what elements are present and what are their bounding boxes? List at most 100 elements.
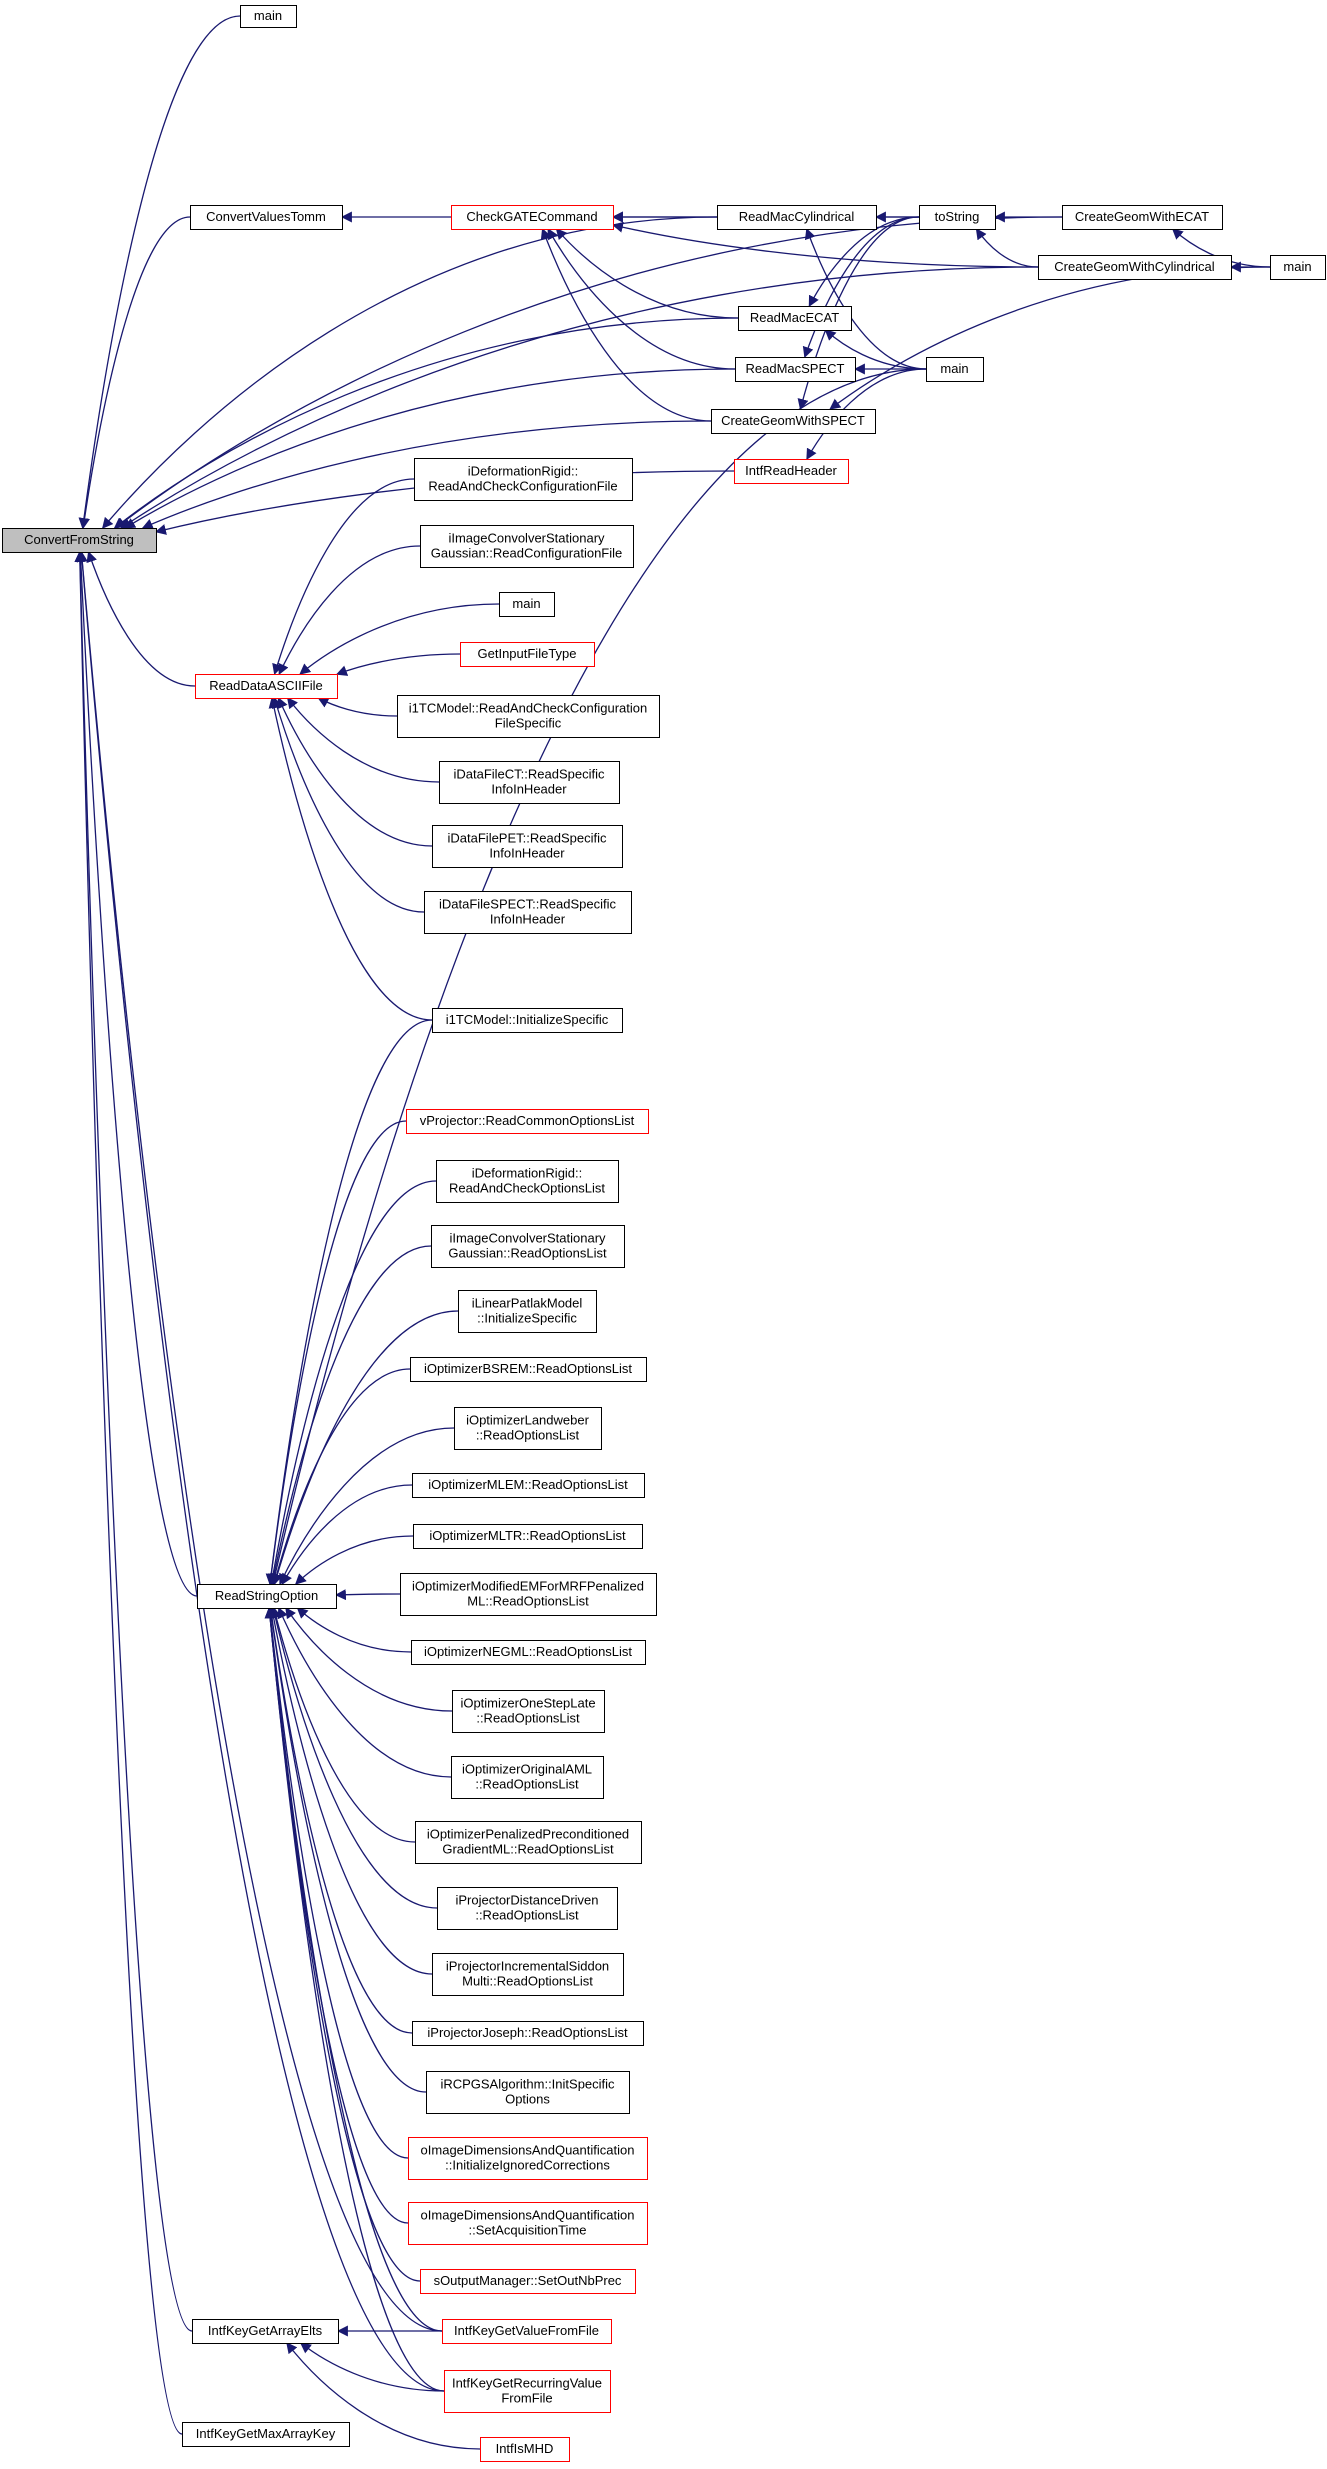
graph-node-iProjectorJoseph_ROL[interactable]: iProjectorJoseph::ReadOptionsList bbox=[412, 2021, 644, 2046]
node-box[interactable] bbox=[182, 2422, 350, 2447]
graph-node-IntfKeyGetArrayElts[interactable]: IntfKeyGetArrayElts bbox=[192, 2319, 339, 2344]
graph-node-oImageDimensionsAndQuantification_IIC[interactable]: oImageDimensionsAndQuantification::Initi… bbox=[408, 2137, 648, 2180]
node-box[interactable] bbox=[420, 2269, 636, 2294]
graph-node-vProjector_RCOL[interactable]: vProjector::ReadCommonOptionsList bbox=[406, 1109, 649, 1134]
node-box[interactable] bbox=[919, 205, 996, 230]
graph-node-IntfReadHeader[interactable]: IntfReadHeader bbox=[734, 459, 849, 484]
node-box[interactable] bbox=[432, 1008, 623, 1033]
node-box[interactable] bbox=[1062, 205, 1223, 230]
node-box[interactable] bbox=[420, 525, 634, 568]
graph-node-iOptimizerMLTR_ROL[interactable]: iOptimizerMLTR::ReadOptionsList bbox=[413, 1524, 643, 1549]
node-box[interactable] bbox=[431, 1225, 625, 1268]
node-box[interactable] bbox=[444, 2370, 611, 2413]
node-box[interactable] bbox=[436, 1160, 619, 1203]
node-box[interactable] bbox=[437, 1887, 618, 1930]
graph-node-toString[interactable]: toString bbox=[919, 205, 996, 230]
node-box[interactable] bbox=[415, 1821, 642, 1864]
node-box[interactable] bbox=[410, 1357, 647, 1382]
graph-node-ReadStringOption[interactable]: ReadStringOption bbox=[197, 1584, 337, 1609]
node-box[interactable] bbox=[1270, 255, 1326, 280]
graph-node-CheckGATECommand[interactable]: CheckGATECommand bbox=[451, 205, 614, 230]
graph-node-ReadMacECAT[interactable]: ReadMacECAT bbox=[738, 306, 852, 331]
node-box[interactable] bbox=[717, 205, 877, 230]
node-box[interactable] bbox=[412, 1473, 645, 1498]
graph-node-sOutputManager_SONP[interactable]: sOutputManager::SetOutNbPrec bbox=[420, 2269, 636, 2294]
graph-node-ConvertValuesTomm[interactable]: ConvertValuesTomm bbox=[190, 205, 343, 230]
graph-node-ConvertFromString[interactable]: ConvertFromString bbox=[2, 528, 157, 553]
node-box[interactable] bbox=[197, 1584, 337, 1609]
node-box[interactable] bbox=[195, 674, 338, 699]
graph-node-CreateGeomWithCylindrical[interactable]: CreateGeomWithCylindrical bbox=[1038, 255, 1232, 280]
graph-node-ReadDataASCIIFile[interactable]: ReadDataASCIIFile bbox=[195, 674, 338, 699]
graph-node-iProjectorDistanceDriven_ROL[interactable]: iProjectorDistanceDriven::ReadOptionsLis… bbox=[437, 1887, 618, 1930]
node-box[interactable] bbox=[926, 357, 984, 382]
node-box[interactable] bbox=[452, 1690, 605, 1733]
graph-node-main_right[interactable]: main bbox=[1270, 255, 1326, 280]
graph-node-CreateGeomWithECAT[interactable]: CreateGeomWithECAT bbox=[1062, 205, 1223, 230]
graph-node-ReadMacCylindrical[interactable]: ReadMacCylindrical bbox=[717, 205, 877, 230]
node-box[interactable] bbox=[439, 761, 620, 804]
node-box[interactable] bbox=[1038, 255, 1232, 280]
graph-node-oImageDimensionsAndQuantification_SAT[interactable]: oImageDimensionsAndQuantification::SetAc… bbox=[408, 2202, 648, 2245]
node-box[interactable] bbox=[424, 891, 632, 934]
node-box[interactable] bbox=[499, 592, 555, 617]
node-box[interactable] bbox=[190, 205, 343, 230]
graph-node-main_mid[interactable]: main bbox=[926, 357, 984, 382]
node-box[interactable] bbox=[426, 2071, 630, 2114]
graph-node-IntfKeyGetValueFromFile[interactable]: IntfKeyGetValueFromFile bbox=[442, 2319, 612, 2344]
graph-node-iOptimizerBSREM_ROL[interactable]: iOptimizerBSREM::ReadOptionsList bbox=[410, 1357, 647, 1382]
node-box[interactable] bbox=[734, 459, 849, 484]
node-box[interactable] bbox=[413, 1524, 643, 1549]
node-box[interactable] bbox=[432, 825, 623, 868]
node-box[interactable] bbox=[451, 1756, 604, 1799]
graph-node-GetInputFileType[interactable]: GetInputFileType bbox=[460, 642, 595, 667]
graph-node-iDeformationRigid_RACCF[interactable]: iDeformationRigid::ReadAndCheckConfigura… bbox=[414, 458, 633, 501]
graph-node-iLinearPatlakModel_IS[interactable]: iLinearPatlakModel::InitializeSpecific bbox=[458, 1290, 597, 1333]
node-box[interactable] bbox=[711, 409, 876, 434]
graph-node-iOptimizerOriginalAML_ROL[interactable]: iOptimizerOriginalAML::ReadOptionsList bbox=[451, 1756, 604, 1799]
node-box[interactable] bbox=[192, 2319, 339, 2344]
node-box[interactable] bbox=[454, 1407, 602, 1450]
graph-node-i1TCModel_RACCFS[interactable]: i1TCModel::ReadAndCheckConfigurationFile… bbox=[397, 695, 660, 738]
graph-node-iProjectorIncrementalSiddonMulti_ROL[interactable]: iProjectorIncrementalSiddonMulti::ReadOp… bbox=[432, 1953, 624, 1996]
node-box[interactable] bbox=[458, 1290, 597, 1333]
graph-node-iOptimizerLandweber_ROL[interactable]: iOptimizerLandweber::ReadOptionsList bbox=[454, 1407, 602, 1450]
node-box[interactable] bbox=[735, 357, 856, 382]
graph-node-ReadMacSPECT[interactable]: ReadMacSPECT bbox=[735, 357, 856, 382]
graph-node-IntfKeyGetMaxArrayKey[interactable]: IntfKeyGetMaxArrayKey bbox=[182, 2422, 350, 2447]
graph-node-i1TCModel_IS[interactable]: i1TCModel::InitializeSpecific bbox=[432, 1008, 623, 1033]
graph-node-main_top[interactable]: main bbox=[240, 5, 297, 28]
node-box[interactable] bbox=[412, 2021, 644, 2046]
node-box[interactable] bbox=[738, 306, 852, 331]
graph-node-main_rda[interactable]: main bbox=[499, 592, 555, 617]
node-box[interactable] bbox=[460, 642, 595, 667]
graph-node-iImageConvolverStationaryGaussian_ROL[interactable]: iImageConvolverStationaryGaussian::ReadO… bbox=[431, 1225, 625, 1268]
node-box[interactable] bbox=[411, 1640, 646, 1665]
graph-node-IntfIsMHD[interactable]: IntfIsMHD bbox=[480, 2437, 570, 2462]
node-box[interactable] bbox=[240, 5, 297, 28]
node-box[interactable] bbox=[432, 1953, 624, 1996]
node-box[interactable] bbox=[451, 205, 614, 230]
graph-node-iOptimizerModifiedEMForMRFPenalizedML_ROL[interactable]: iOptimizerModifiedEMForMRFPenalizedML::R… bbox=[400, 1573, 657, 1616]
node-box[interactable] bbox=[400, 1573, 657, 1616]
graph-node-iOptimizerNEGML_ROL[interactable]: iOptimizerNEGML::ReadOptionsList bbox=[411, 1640, 646, 1665]
node-box[interactable] bbox=[408, 2202, 648, 2245]
node-box[interactable] bbox=[480, 2437, 570, 2462]
node-box[interactable] bbox=[414, 458, 633, 501]
graph-node-CreateGeomWithSPECT[interactable]: CreateGeomWithSPECT bbox=[711, 409, 876, 434]
node-box[interactable] bbox=[442, 2319, 612, 2344]
node-box[interactable] bbox=[2, 528, 157, 553]
node-box[interactable] bbox=[397, 695, 660, 738]
graph-node-iDeformationRigid_RACOL[interactable]: iDeformationRigid::ReadAndCheckOptionsLi… bbox=[436, 1160, 619, 1203]
node-box[interactable] bbox=[408, 2137, 648, 2180]
graph-node-iOptimizerPenalizedPreconditionedGradientML_ROL[interactable]: iOptimizerPenalizedPreconditionedGradien… bbox=[415, 1821, 642, 1864]
graph-node-iOptimizerOneStepLate_ROL[interactable]: iOptimizerOneStepLate::ReadOptionsList bbox=[452, 1690, 605, 1733]
node-box[interactable] bbox=[406, 1109, 649, 1134]
graph-node-iOptimizerMLEM_ROL[interactable]: iOptimizerMLEM::ReadOptionsList bbox=[412, 1473, 645, 1498]
graph-node-iImageConvolverStationaryGaussian_RCF[interactable]: iImageConvolverStationaryGaussian::ReadC… bbox=[420, 525, 634, 568]
